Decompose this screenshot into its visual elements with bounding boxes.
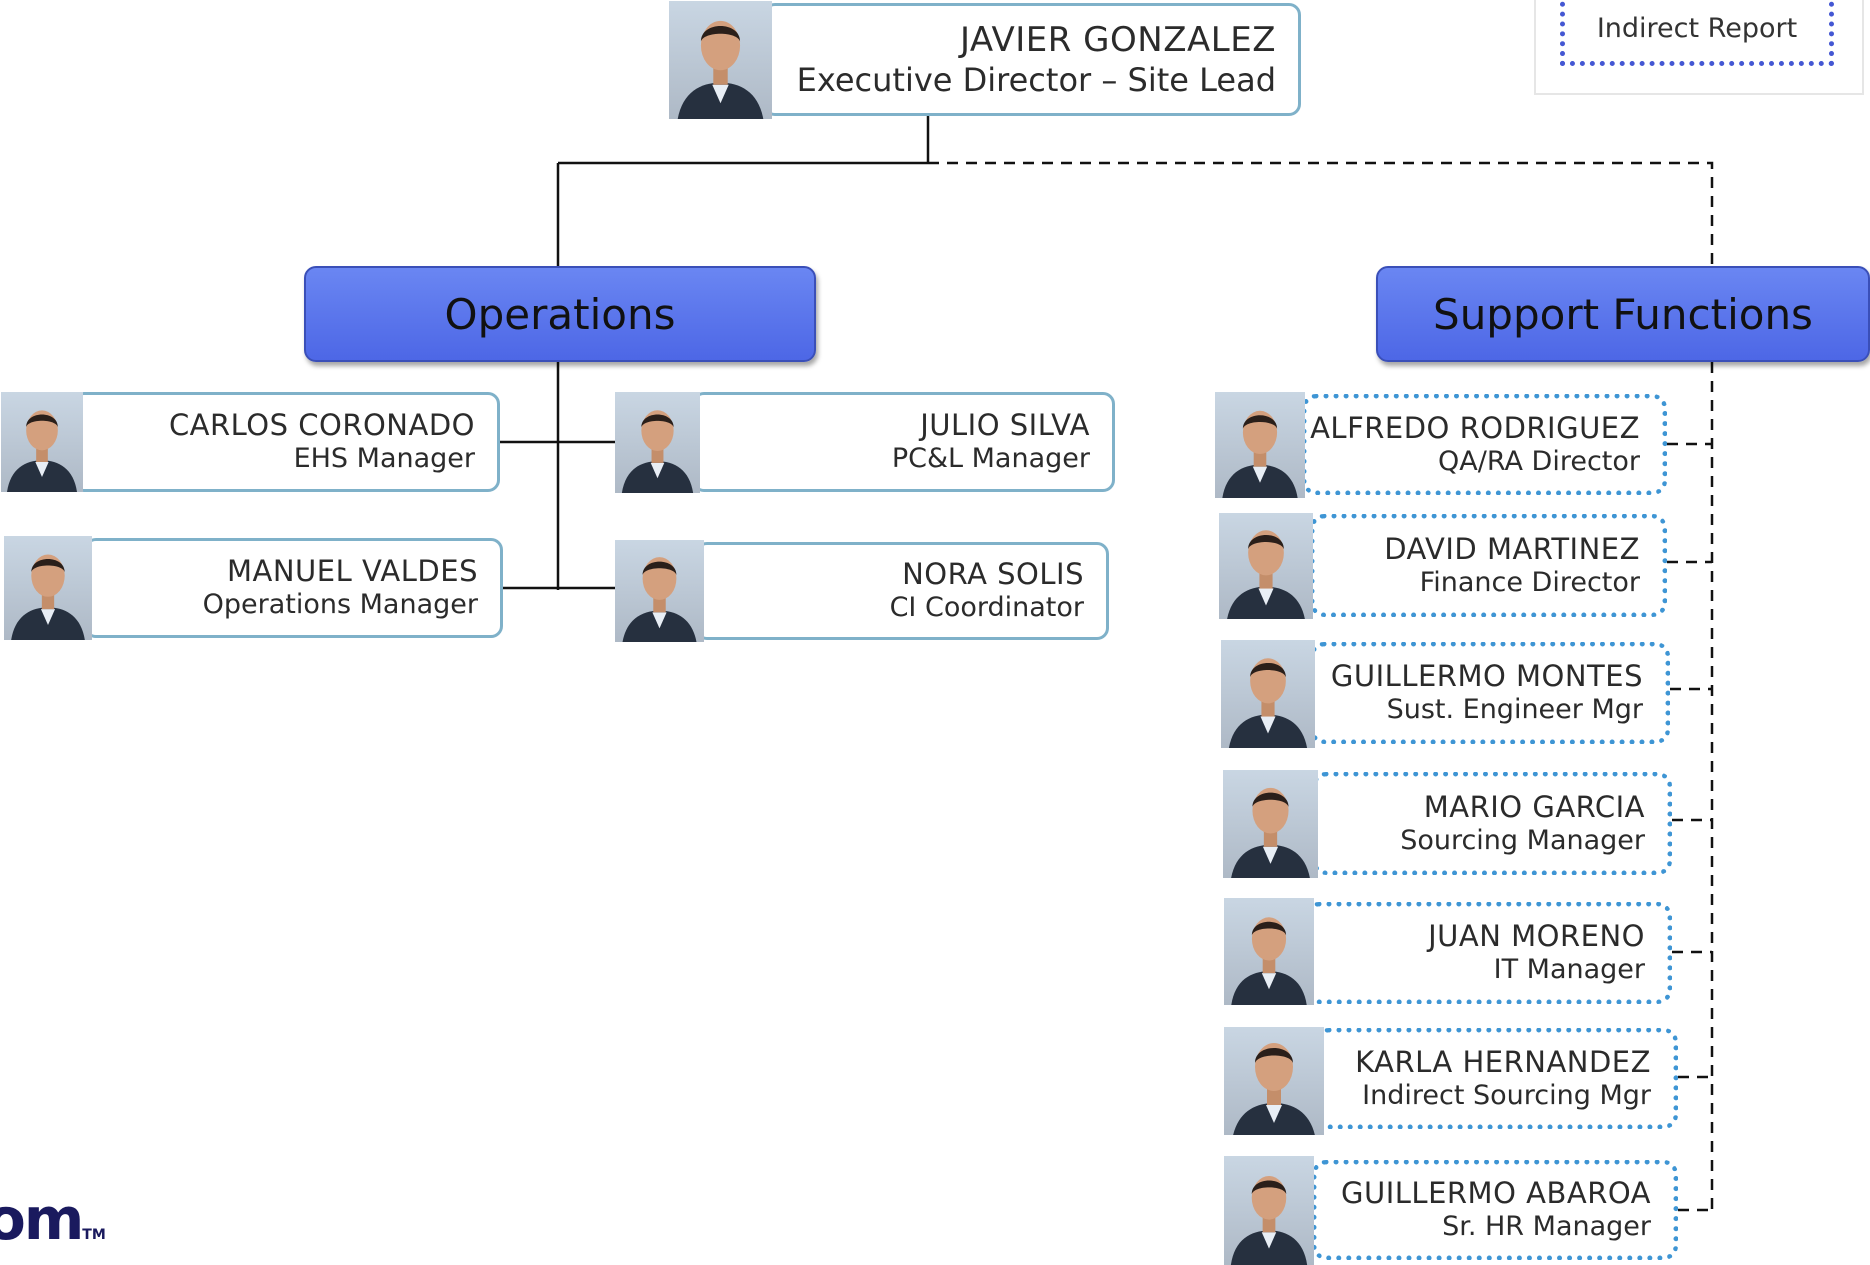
logo-text: om xyxy=(0,1185,84,1253)
person-title: Finance Director xyxy=(1419,566,1640,598)
person-title: QA/RA Director xyxy=(1438,445,1640,477)
operations-card[interactable]: CARLOS CORONADO EHS Manager xyxy=(72,392,500,492)
person-silhouette-icon xyxy=(1233,1043,1315,1135)
person-photo xyxy=(1215,392,1305,498)
person-photo xyxy=(1224,898,1314,1005)
person-silhouette-icon xyxy=(1222,410,1298,498)
support-card[interactable]: GUILLERMO MONTES Sust. Engineer Mgr xyxy=(1310,642,1670,744)
support-card[interactable]: KARLA HERNANDEZ Indirect Sourcing Mgr xyxy=(1315,1028,1678,1129)
support-functions-header[interactable]: Support Functions xyxy=(1376,266,1870,362)
top-executive-name: JAVIER GONZALEZ xyxy=(959,19,1276,60)
person-name: NORA SOLIS xyxy=(902,557,1084,592)
person-silhouette-icon xyxy=(677,20,764,119)
person-name: KARLA HERNANDEZ xyxy=(1355,1044,1651,1079)
person-silhouette-icon xyxy=(621,410,694,493)
person-photo xyxy=(1224,1156,1314,1265)
person-photo xyxy=(1221,640,1315,748)
person-silhouette-icon xyxy=(622,557,697,642)
person-name: ALFREDO RODRIGUEZ xyxy=(1310,410,1640,445)
support-card[interactable]: JUAN MORENO IT Manager xyxy=(1305,902,1672,1004)
person-title: IT Manager xyxy=(1493,954,1645,986)
person-photo xyxy=(1223,770,1318,878)
person-silhouette-icon xyxy=(1230,1175,1308,1265)
person-title: EHS Manager xyxy=(293,443,475,475)
person-silhouette-icon xyxy=(1231,787,1310,878)
person-photo xyxy=(1219,513,1313,619)
person-name: MARIO GARCIA xyxy=(1423,789,1645,824)
person-photo xyxy=(1224,1027,1324,1135)
legend-label: Indirect Report xyxy=(1596,13,1798,44)
person-name: DAVID MARTINEZ xyxy=(1384,531,1640,566)
person-name: JULIO SILVA xyxy=(920,408,1090,443)
person-title: CI Coordinator xyxy=(889,592,1084,624)
person-silhouette-icon xyxy=(11,554,85,640)
person-title: PC&L Manager xyxy=(891,443,1090,475)
person-silhouette-icon xyxy=(7,410,77,492)
person-title: Sourcing Manager xyxy=(1400,824,1645,856)
legend-indirect-swatch: Indirect Report xyxy=(1560,0,1834,66)
person-title: Operations Manager xyxy=(202,589,478,621)
top-executive-photo xyxy=(669,1,772,119)
person-name: JUAN MORENO xyxy=(1428,919,1645,954)
person-name: CARLOS CORONADO xyxy=(168,408,475,443)
person-name: GUILLERMO ABAROA xyxy=(1341,1176,1651,1211)
company-logo: omTM xyxy=(0,1185,106,1253)
person-title: Sr. HR Manager xyxy=(1442,1211,1651,1243)
support-card[interactable]: MARIO GARCIA Sourcing Manager xyxy=(1312,772,1672,875)
operations-card[interactable]: MANUEL VALDES Operations Manager xyxy=(84,538,503,638)
support-card[interactable]: ALFREDO RODRIGUEZ QA/RA Director xyxy=(1302,394,1667,495)
operations-card[interactable]: JULIO SILVA PC&L Manager xyxy=(692,392,1115,492)
person-photo xyxy=(1,392,83,492)
person-title: Sust. Engineer Mgr xyxy=(1386,694,1643,726)
person-silhouette-icon xyxy=(1227,530,1305,619)
operations-header[interactable]: Operations xyxy=(304,266,816,362)
person-silhouette-icon xyxy=(1229,658,1307,748)
person-photo xyxy=(4,536,92,640)
person-name: MANUEL VALDES xyxy=(226,554,478,589)
person-photo xyxy=(615,540,704,642)
person-silhouette-icon xyxy=(1231,917,1307,1005)
top-executive-title: Executive Director – Site Lead xyxy=(796,60,1276,99)
connector-dashed-to-support xyxy=(928,161,1714,266)
person-name: GUILLERMO MONTES xyxy=(1330,659,1643,694)
person-photo xyxy=(615,392,700,493)
person-title: Indirect Sourcing Mgr xyxy=(1362,1079,1651,1111)
support-card[interactable]: GUILLERMO ABAROA Sr. HR Manager xyxy=(1312,1160,1678,1260)
legend: Indirect Report xyxy=(1534,0,1864,95)
top-executive-card[interactable]: JAVIER GONZALEZ Executive Director – Sit… xyxy=(763,3,1301,116)
support-card[interactable]: DAVID MARTINEZ Finance Director xyxy=(1310,514,1667,617)
logo-tm: TM xyxy=(82,1227,106,1243)
operations-card[interactable]: NORA SOLIS CI Coordinator xyxy=(695,542,1109,640)
